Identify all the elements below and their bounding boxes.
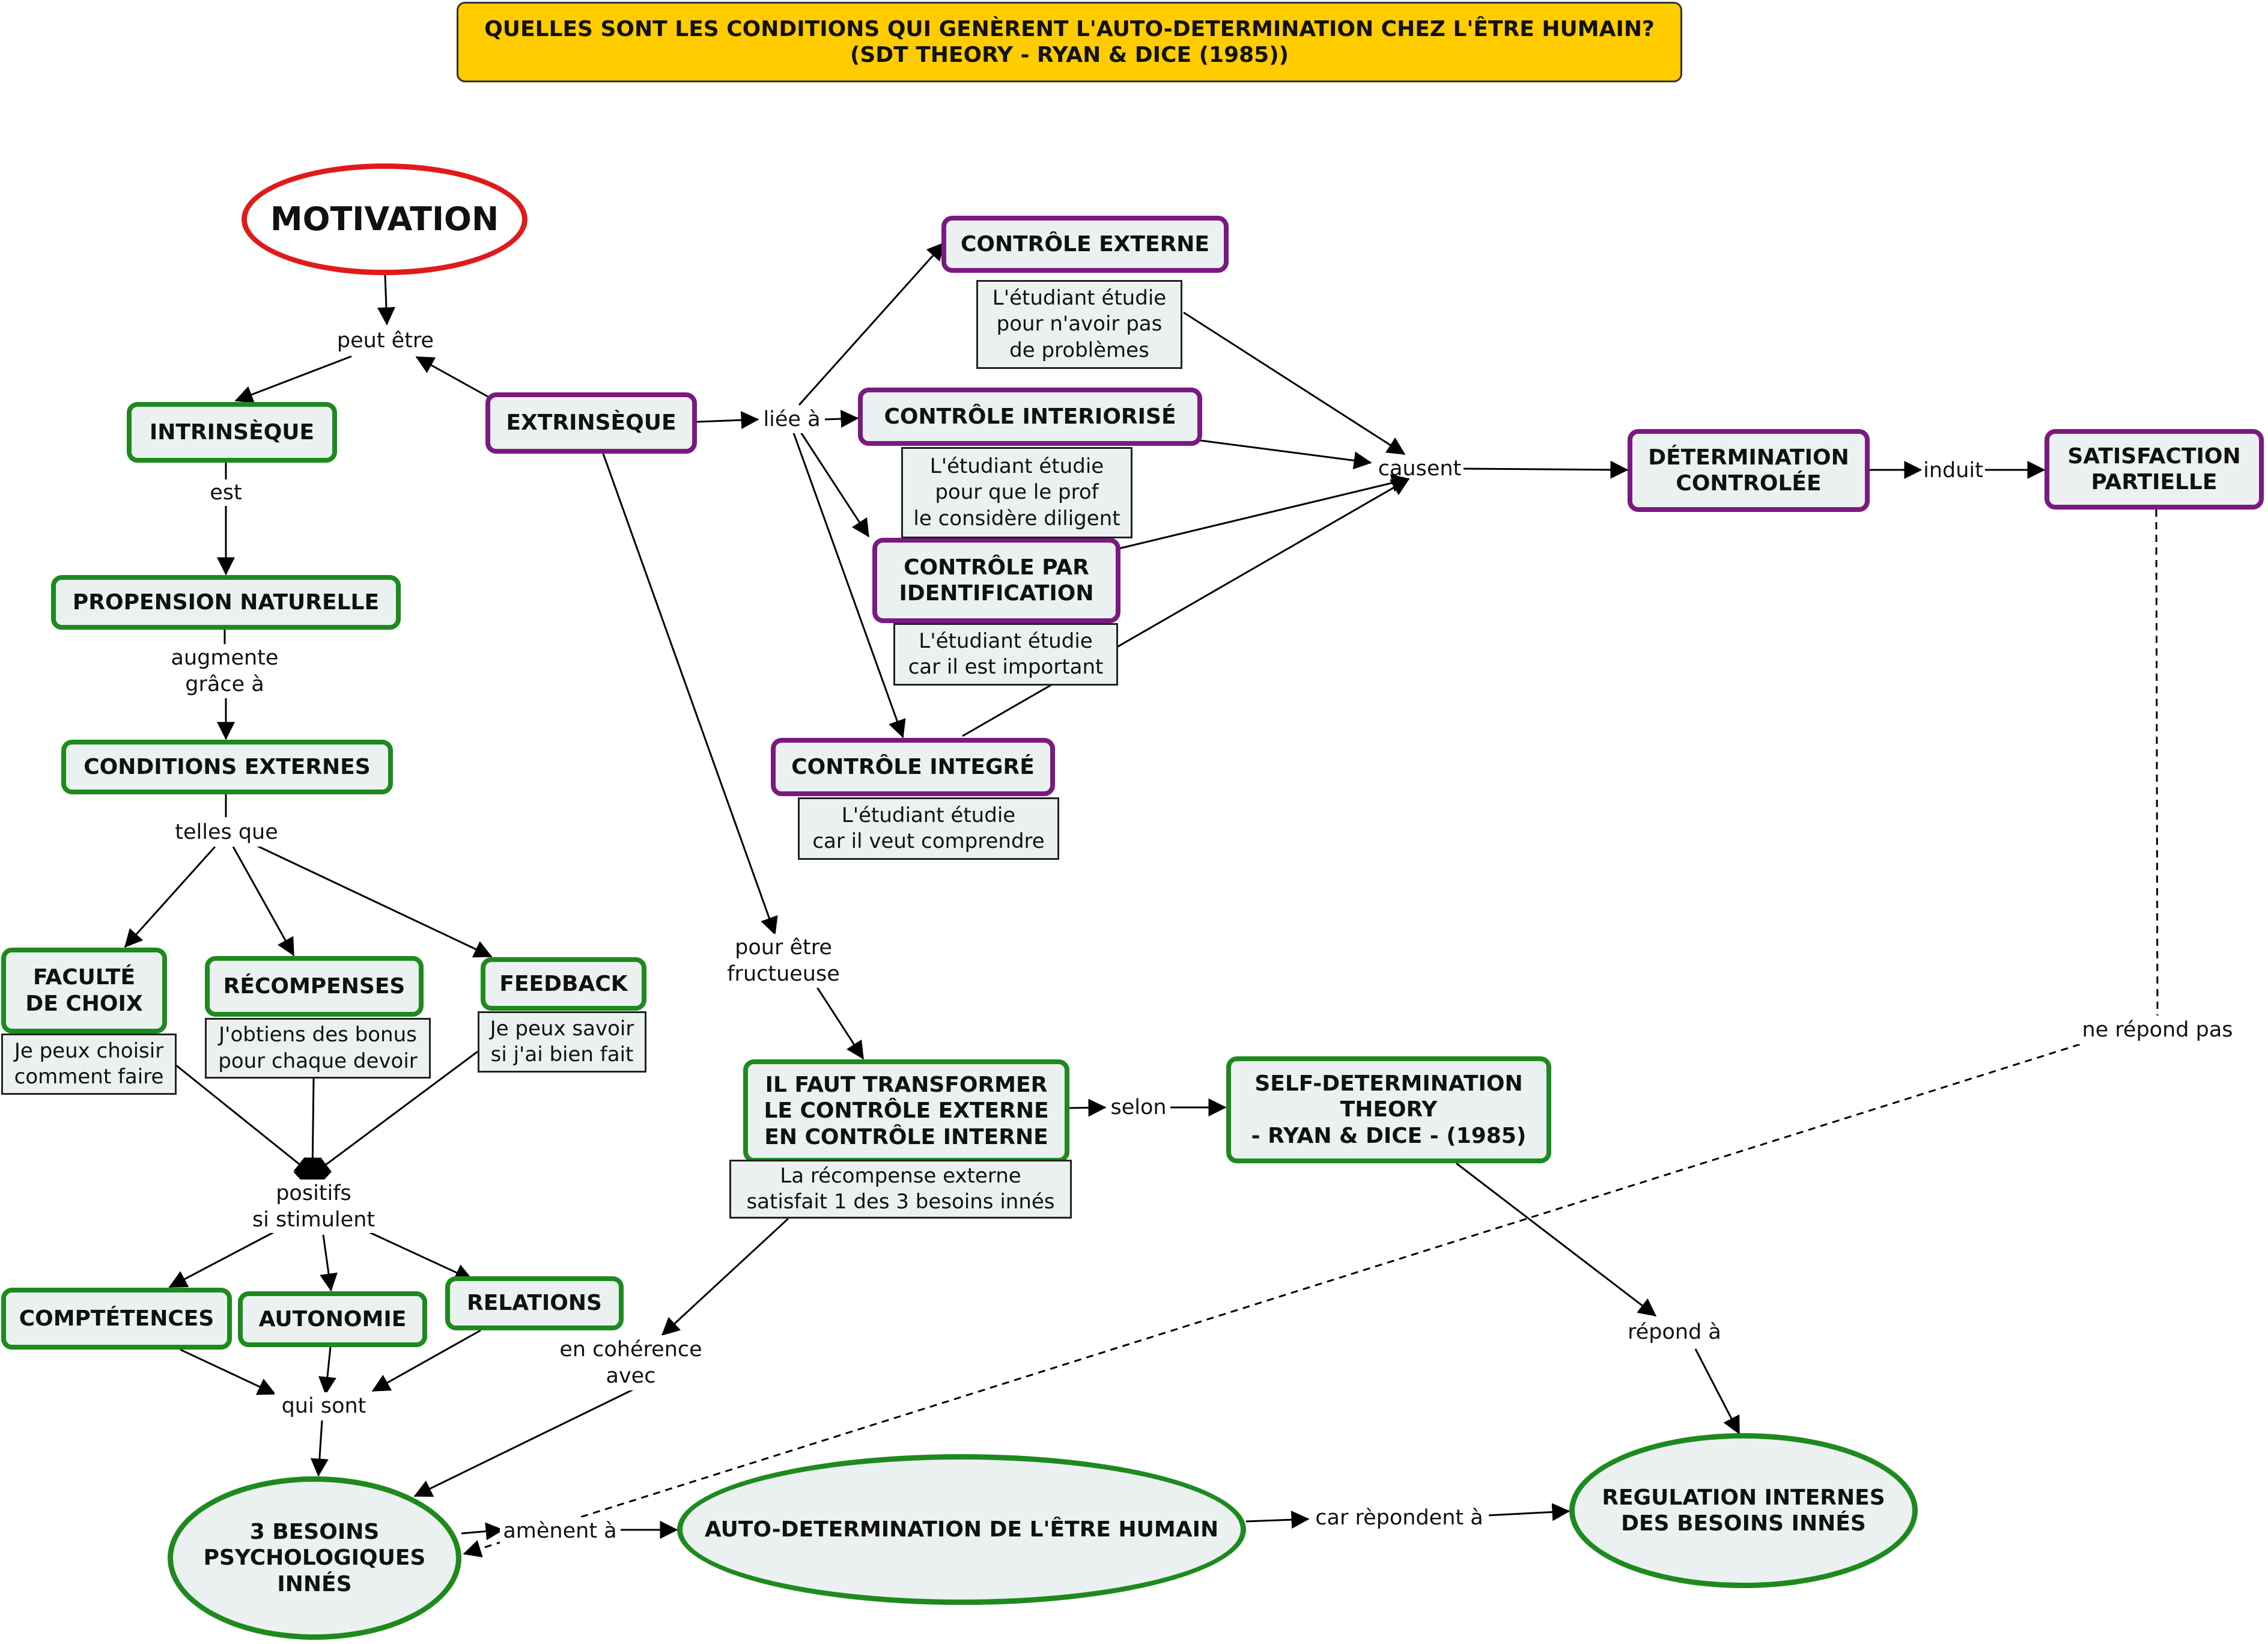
note-feedback: Je peux savoir si j'ai bien fait [478, 1011, 646, 1073]
edge-positifs-relations [361, 1228, 473, 1281]
edge-repond-regulation [1694, 1348, 1741, 1435]
edge-motivation-peutetre [377, 275, 395, 326]
edge-competences-quisont [180, 1348, 276, 1395]
node-propension-naturelle[interactable]: PROPENSION NATURELLE [51, 575, 401, 630]
note-transformer: La récompense externe satisfait 1 des 3 … [729, 1160, 1072, 1219]
node-controle-externe[interactable]: CONTRÔLE EXTERNE [941, 216, 1229, 273]
edge-telles-feedback [252, 842, 493, 958]
node-3-besoins[interactable]: 3 BESOINS PSYCHOLOGIQUES INNÉS [168, 1476, 461, 1640]
note-recompenses: J'obtiens des bonus pour chaque devoir [205, 1018, 431, 1079]
node-satisfaction-partielle[interactable]: SATISFACTION PARTIELLE [2045, 429, 2264, 510]
edge-positifs-competences [168, 1231, 275, 1288]
edge-liee-ctrlid [798, 429, 870, 538]
edge-sdt-repond [1456, 1162, 1657, 1317]
label-causent: causent [1378, 456, 1462, 481]
label-selon: selon [1107, 1094, 1170, 1121]
note-faculte: Je peux choisir comment faire [1, 1034, 177, 1095]
edge-ctrlext-causent [1183, 311, 1406, 455]
edge-extrinseque-pouretre [602, 453, 778, 936]
node-determination-controlee[interactable]: DÉTERMINATION CONTROLÉE [1628, 429, 1870, 512]
note-controle-externe: L'étudiant étudie pour n'avoir pas de pr… [976, 280, 1182, 369]
node-conditions-externes[interactable]: CONDITIONS EXTERNES [61, 740, 393, 794]
edge-nerepond-besoins [463, 1043, 2081, 1557]
edge-autonomie-quisont [318, 1347, 336, 1395]
node-intrinseque[interactable]: INTRINSÈQUE [127, 402, 337, 463]
note-controle-integre: L'étudiant étudie car il veut comprendre [798, 797, 1059, 860]
edge-ctrlintegre-causent [962, 478, 1410, 737]
node-motivation[interactable]: MOTIVATION [242, 163, 527, 275]
node-self-determination-theory[interactable]: SELF-DETERMINATION THEORY - RYAN & DICE … [1226, 1056, 1551, 1163]
label-pour-etre: pour être fructueuse [715, 934, 852, 988]
edge-telles-faculte [124, 845, 216, 948]
node-controle-integre[interactable]: CONTRÔLE INTEGRÉ [771, 738, 1055, 796]
edge-positifs-autonomie [320, 1234, 338, 1292]
edge-transformer-selon [1069, 1098, 1107, 1117]
edge-besoins-amenent [461, 1522, 504, 1541]
edge-car-regulation [1486, 1503, 1570, 1521]
label-liee-a: liée à [759, 406, 825, 433]
edge-liee-ctrlintegre [792, 431, 906, 738]
edge-ctrlint-causent [1195, 439, 1372, 470]
edge-coherence-besoins [413, 1388, 634, 1497]
junction-marker [293, 1172, 332, 1180]
edge-peutetre-intrinseque [234, 355, 352, 403]
node-faculte-de-choix[interactable]: FACULTÉ DE CHOIX [1, 948, 167, 1034]
edge-pouretre-transformer [815, 985, 865, 1060]
label-car-repondent: car rèpondent à [1310, 1503, 1489, 1532]
label-ne-repond-pas: ne répond pas [2076, 1015, 2239, 1044]
node-controle-interiorise[interactable]: CONTRÔLE INTERIORISÉ [858, 388, 1202, 446]
node-regulation-internes[interactable]: REGULATION INTERNES DES BESOINS INNÉS [1569, 1433, 1918, 1588]
note-controle-identification: L'étudiant étudie car il est important [893, 623, 1118, 686]
edge-faculte-positifs [175, 1064, 314, 1176]
node-autonomie[interactable]: AUTONOMIE [238, 1291, 427, 1347]
edge-liee-ctrlint [824, 410, 859, 428]
label-positifs: positifs si stimulent [242, 1180, 386, 1233]
label-induit: induit [1921, 457, 1985, 484]
label-telles-que: telles que [166, 818, 287, 847]
edge-transformer-coherence [661, 1217, 789, 1336]
label-est: est [205, 480, 246, 506]
label-qui-sont: qui sont [275, 1392, 373, 1420]
edge-quisont-besoins [310, 1420, 329, 1477]
edge-satisfaction-nerepond [2155, 509, 2159, 1016]
node-auto-determination[interactable]: AUTO-DETERMINATION DE L'ÊTRE HUMAIN [677, 1454, 1246, 1605]
edge-recompenses-positifs [303, 1078, 322, 1176]
label-amenent: amènent à [500, 1517, 620, 1545]
edge-autodet-car [1245, 1511, 1310, 1529]
edge-relations-quisont [371, 1329, 481, 1392]
edge-ctrlid-causent [1118, 474, 1410, 550]
edge-feedback-positifs [311, 1050, 478, 1176]
page-title: QUELLES SONT LES CONDITIONS QUI GENÈRENT… [457, 2, 1682, 82]
node-controle-identification[interactable]: CONTRÔLE PAR IDENTIFICATION [872, 538, 1120, 623]
label-augmente: augmente grâce à [161, 644, 288, 698]
label-coherence: en cohérence avec [550, 1335, 712, 1390]
node-recompenses[interactable]: RÉCOMPENSES [205, 956, 424, 1017]
node-competences[interactable]: COMPTÉTENCES [1, 1288, 232, 1350]
edge-telles-recompenses [232, 846, 295, 957]
edge-causent-determination [1463, 460, 1629, 479]
node-il-faut-transformer[interactable]: IL FAUT TRANSFORMER LE CONTRÔLE EXTERNE … [743, 1059, 1069, 1163]
edge-extrinseque-liee [696, 411, 759, 430]
label-repond-a: répond à [1617, 1318, 1731, 1347]
node-extrinseque[interactable]: EXTRINSÈQUE [485, 392, 697, 454]
note-controle-interiorise: L'étudiant étudie pour que le prof le co… [901, 447, 1132, 538]
node-feedback[interactable]: FEEDBACK [481, 957, 646, 1011]
node-relations[interactable]: RELATIONS [445, 1276, 624, 1330]
edge-liee-ctrlext [798, 242, 946, 406]
label-peut-etre: peut être [330, 326, 441, 356]
edge-extrinseque-peutetre [415, 356, 488, 398]
